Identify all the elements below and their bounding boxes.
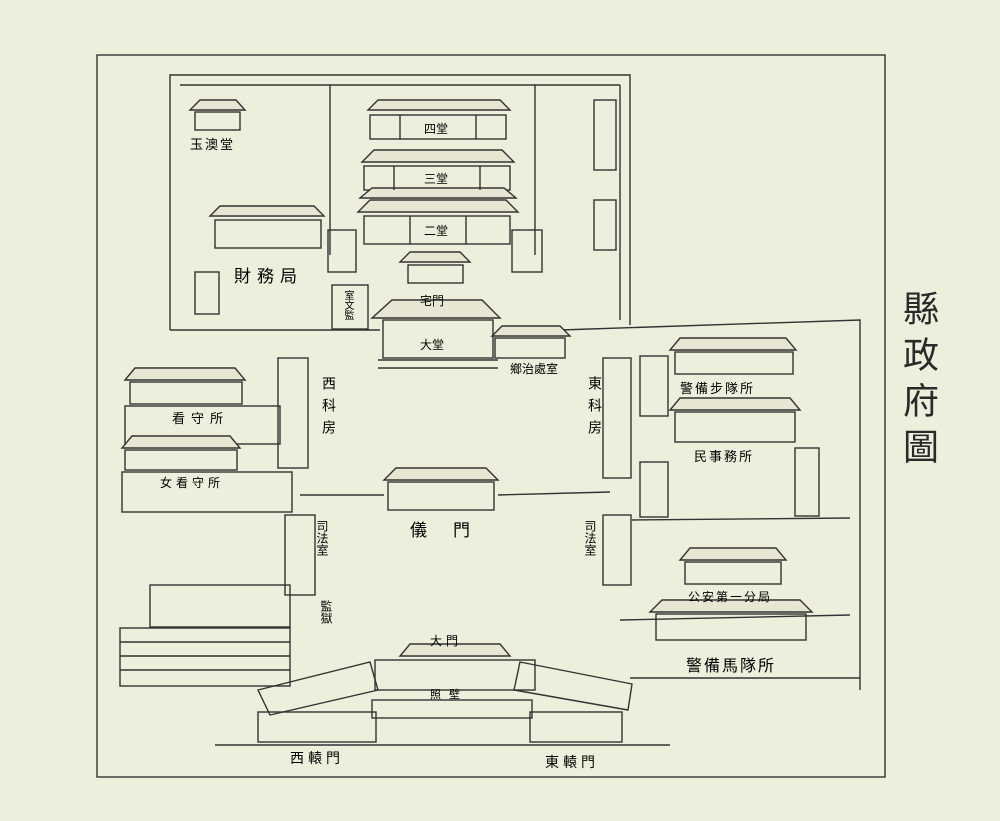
east-wing-gallery (602, 357, 632, 479)
label-yimen: 儀門 (410, 521, 496, 541)
label-main-hall: 大堂 (420, 338, 445, 352)
label-xiyuan-men: 西轅門 (290, 751, 344, 767)
label-hall-3: 三堂 (424, 172, 449, 186)
yimen-wall-east (497, 491, 611, 496)
label-zhaobi: 照壁 (430, 688, 468, 701)
xiangzhi-building (490, 325, 572, 359)
right-small-pavilion (794, 447, 820, 517)
label-yuxiu: 玉澳堂 (190, 138, 236, 153)
jail-block (119, 584, 291, 687)
label-caiwu: 財務局 (234, 267, 303, 287)
label-jianyu: 監獄 (319, 600, 333, 624)
label-dongfang: 東科房 (586, 376, 602, 442)
zhaobi-wall (371, 699, 533, 719)
hall-2-building (356, 199, 520, 245)
gongan-building (678, 547, 788, 585)
east-tower-top (593, 99, 617, 171)
caiwu-building (208, 205, 326, 249)
kanshou-building (123, 367, 281, 445)
cross-wall-north-right (559, 319, 861, 690)
nv-kanshou-building (120, 435, 293, 513)
minshi-building (668, 397, 802, 443)
label-gongan: 公安第一分局 (688, 590, 773, 604)
label-hall-2: 二堂 (424, 224, 449, 238)
west-screen-wall (256, 661, 379, 716)
yimen-building (382, 467, 500, 511)
label-dongyuan-men: 東轅門 (545, 755, 599, 771)
label-damen: 大門 (430, 634, 463, 648)
label-minshi: 民事務所 (694, 450, 755, 465)
west-wing-gallery (277, 357, 309, 469)
label-sifa-west: 司法室 (315, 520, 329, 556)
label-nv-kanshou: 女看守所 (160, 476, 225, 490)
main-hall-building (370, 299, 502, 369)
jingbei-bu-building (668, 337, 798, 375)
east-screen-wall (513, 661, 633, 711)
east-small-tower (639, 355, 669, 417)
yuxiu-building (188, 99, 247, 131)
side-room-wenjian (331, 284, 369, 330)
east-small-tower-2 (639, 461, 669, 518)
label-xifang: 西科房 (320, 376, 336, 442)
label-kanshou: 看守所 (172, 412, 230, 427)
label-inner-gate: 宅門 (420, 294, 445, 308)
east-lower-wall (619, 614, 851, 621)
label-jingbei-bu: 警備步隊所 (680, 382, 756, 397)
east-tower-bottom (593, 199, 617, 251)
side-room-east (511, 229, 543, 273)
sifa-west-gallery (284, 514, 316, 596)
damen-building (374, 643, 536, 691)
west-yuan-gate-area (257, 711, 377, 743)
east-divide-wall (631, 517, 851, 521)
label-wenjian: 室文監 (342, 290, 353, 320)
small-shed-west (194, 271, 220, 315)
east-yuan-gate-area (529, 711, 623, 743)
map-frame (96, 54, 886, 778)
inner-gate-building (398, 251, 472, 284)
hall-4-building (366, 99, 512, 140)
label-sifa-east: 司法室 (583, 520, 597, 556)
sifa-east-gallery (602, 514, 632, 586)
label-hall-4: 四堂 (424, 122, 449, 136)
label-jingbei-ma: 警備馬隊所 (686, 656, 777, 675)
map-title: 縣政府圖 (897, 290, 938, 474)
hall-3-building (358, 149, 518, 199)
north-wall (169, 74, 631, 330)
label-xiangzhi: 鄉治處室 (510, 362, 559, 376)
jingbei-ma-building (648, 599, 814, 641)
side-room-west (327, 229, 357, 273)
